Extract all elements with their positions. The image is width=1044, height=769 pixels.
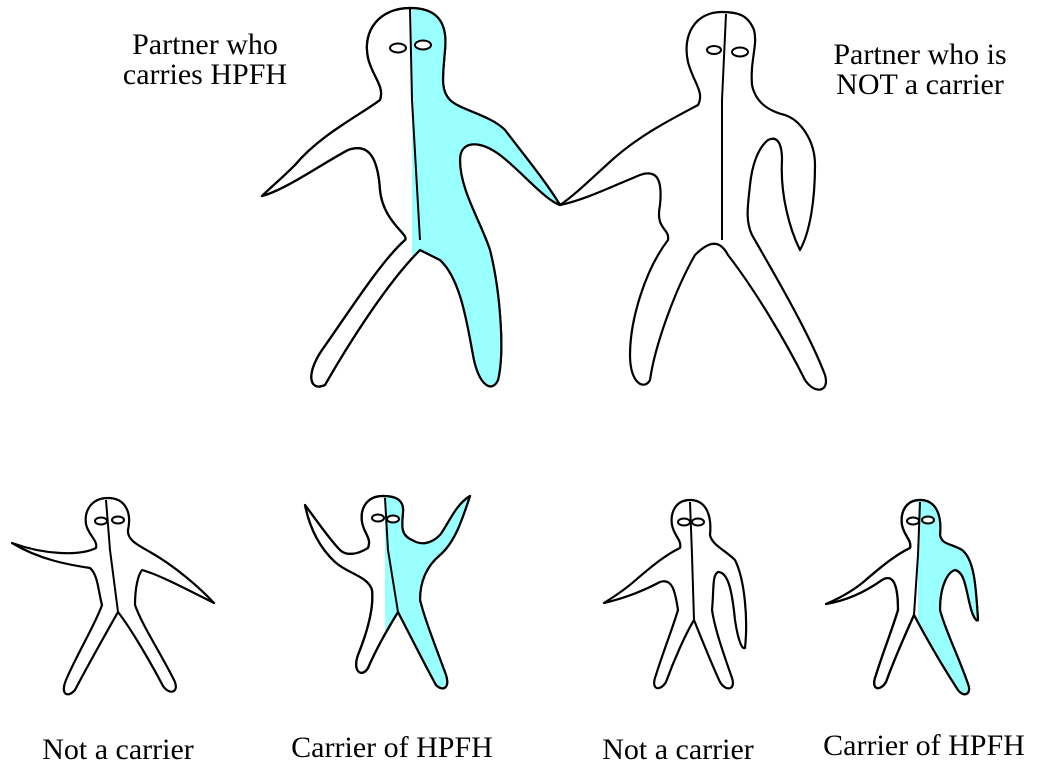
parent-left-label-line2: carries HPFH [85, 60, 325, 90]
child-figure-2 [305, 496, 470, 688]
eye-icon [390, 44, 406, 53]
eye-icon [922, 517, 934, 524]
parent-right-label: Partner who is NOT a carrier [800, 40, 1040, 100]
parent-left-label-line1: Partner who [85, 30, 325, 60]
parent-right-body [560, 12, 826, 390]
child-figure-3 [604, 500, 746, 688]
eye-icon [732, 48, 748, 57]
child-figure-4 [826, 500, 978, 694]
parent-right-label-line1: Partner who is [800, 40, 1040, 70]
child-3-label: Not a carrier [558, 735, 798, 765]
eye-icon [95, 518, 107, 525]
eye-icon [692, 519, 704, 526]
eye-icon [112, 517, 124, 524]
parent-right-label-line2: NOT a carrier [800, 70, 1040, 100]
eye-icon [415, 41, 431, 50]
eye-icon [707, 46, 721, 54]
child-4-label: Carrier of HPFH [804, 731, 1044, 761]
eye-icon [678, 519, 690, 526]
eye-icon [907, 518, 919, 525]
child-1-label: Not a carrier [0, 735, 238, 765]
eye-icon [387, 516, 399, 523]
child-figure-1 [12, 498, 214, 694]
parent-left-label: Partner who carries HPFH [85, 30, 325, 90]
eye-icon [372, 515, 384, 522]
child-2-label: Carrier of HPFH [272, 733, 512, 763]
parent-figure-noncarrier [560, 12, 826, 390]
